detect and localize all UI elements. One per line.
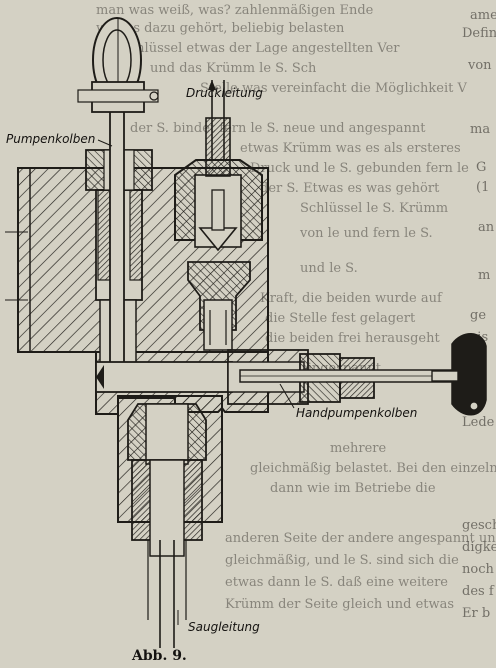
figure-caption: Abb. 9.	[132, 648, 187, 664]
hand-pump-bore	[95, 349, 461, 405]
leader-lines	[97, 80, 295, 625]
suction-valve	[127, 403, 207, 648]
bleed-line: Kraft, die beiden wurde auf	[260, 291, 442, 306]
bleed-line: Schlüssel le S. Krümm	[300, 201, 449, 216]
bleed-line: und das Krümm le S. Sch	[150, 61, 317, 76]
bleed-line: gleichmäßig belastet. Bei den einzelnen	[250, 461, 496, 476]
bleed-line: und le S.	[300, 261, 358, 276]
margin-fragment: Er b	[462, 606, 491, 621]
bleed-line: gleichmäßig, und le S. sind sich die	[225, 553, 459, 568]
margin-fragment: ge	[470, 308, 487, 323]
margin-fragment: ma	[470, 122, 491, 137]
bleed-line: die Stelle fest gelagert	[265, 311, 416, 326]
margin-fragment: ame	[470, 8, 496, 23]
margin-fragment: digke	[462, 540, 496, 555]
pump-piston-rod	[77, 17, 159, 369]
margin-fragment: gesch	[462, 518, 496, 533]
bleed-line: Krümm der Seite gleich und etwas	[225, 597, 455, 612]
bleed-line: was es dazu gehört, beliebig belasten	[96, 21, 345, 36]
bleed-line: mehrere	[330, 441, 387, 456]
bleed-line: der S. Etwas es was gehört	[260, 181, 440, 196]
margin-fragment: m	[478, 268, 491, 283]
bleed-line: Druck und le S. gebunden fern le	[250, 161, 469, 176]
margin-fragment: (1	[476, 180, 490, 195]
bleed-line: dann wie im Betriebe die	[270, 481, 436, 496]
bleed-line: etwas dann le S. daß eine weitere	[225, 575, 448, 590]
margin-fragment: von	[468, 58, 492, 73]
label-druckleitung: Druckleitung	[186, 86, 263, 100]
bleed-line: von le und fern le S.	[300, 226, 433, 241]
bleed-line: die beiden frei herausgeht	[265, 331, 440, 346]
margin-fragment: noch	[462, 562, 494, 577]
bleed-line: der S. bindet fern le S. neue und angesp…	[130, 121, 426, 136]
bleed-line: etwas Krümm was es als ersteres	[240, 141, 461, 156]
hand-pump-handle	[431, 333, 487, 416]
margin-fragment: des f	[462, 584, 494, 599]
label-pumpenkolben: Pumpenkolben	[6, 132, 96, 146]
margin-fragment: G	[476, 160, 487, 175]
pressure-valve	[174, 80, 263, 351]
label-handpumpenkolben: Handpumpenkolben	[296, 406, 418, 420]
label-saugleitung: Saugleitung	[188, 620, 260, 634]
margin-fragment: Lede	[462, 415, 495, 430]
margin-fragment: Defin	[462, 26, 496, 41]
bleed-line: Schlüssel etwas der Lage angestellten Ve…	[120, 41, 400, 56]
bleed-line: anderen Seite der andere angespannt und	[225, 531, 496, 546]
bleed-line: man was weiß, was? zahlenmäßigen Ende	[96, 3, 374, 18]
margin-fragment: an	[478, 220, 495, 235]
bleed-line: Stelle was vereinfacht die Möglichkeit V	[200, 81, 467, 96]
